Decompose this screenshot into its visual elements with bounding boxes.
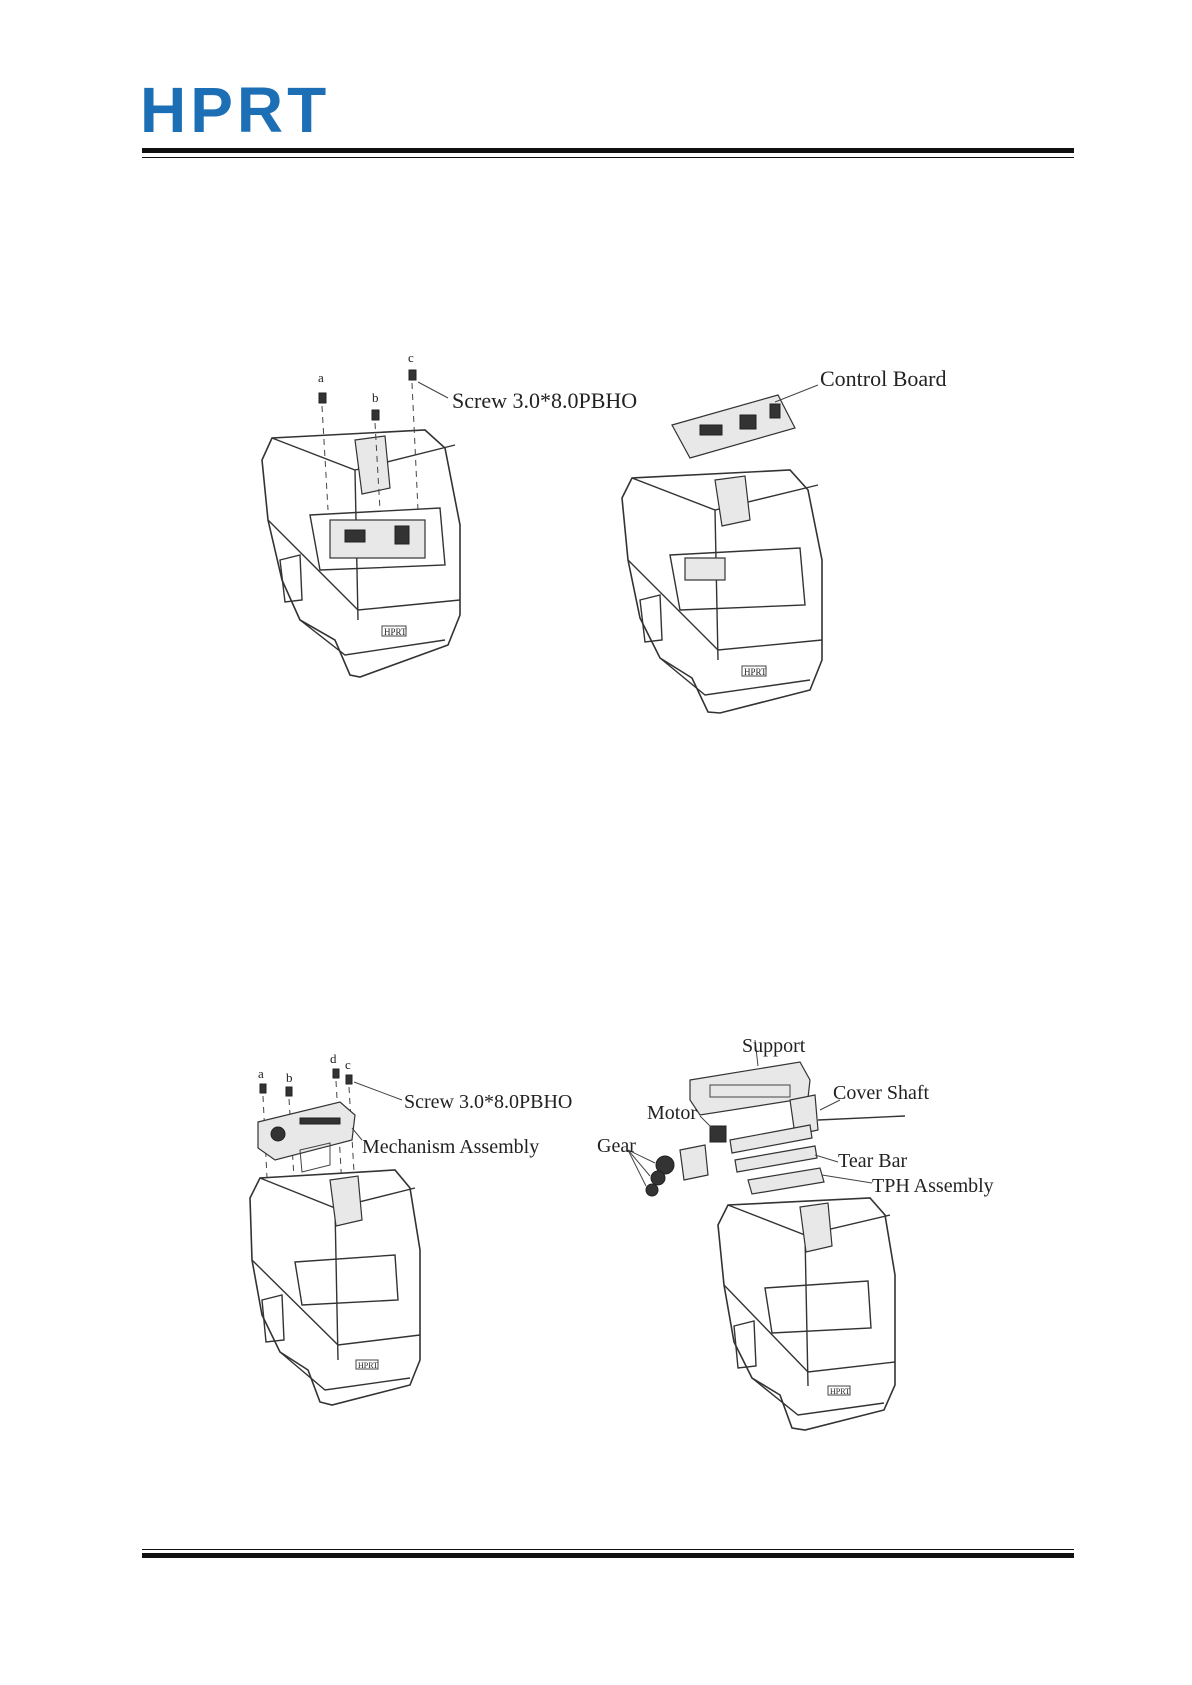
svg-text:HPRT: HPRT — [830, 1387, 850, 1396]
gear-callout: Gear — [597, 1135, 636, 1157]
control-board-callout: Control Board — [820, 366, 947, 391]
screw-label-c: c — [408, 350, 414, 365]
motor-callout: Motor — [647, 1102, 697, 1124]
svg-text:HPRT: HPRT — [744, 667, 767, 677]
svg-text:HPRT: HPRT — [358, 1361, 378, 1370]
printer-case-right-1: HPRT — [622, 470, 822, 713]
screw2-label-b: b — [286, 1070, 293, 1085]
control-board-part — [672, 385, 818, 458]
printer-case-left-2: HPRT — [250, 1170, 420, 1405]
support-callout: Support — [742, 1035, 806, 1057]
screw-callout-2: Screw 3.0*8.0PBHO — [404, 1091, 572, 1113]
figure-2-mechanism: a b d c Screw 3.0*8.0PBHO Mechanism Asse… — [250, 1035, 994, 1430]
screw-label-a: a — [318, 370, 324, 385]
mechanism-callout: Mechanism Assembly — [362, 1136, 539, 1158]
platen-part — [730, 1125, 838, 1172]
mechanism-assembly-part — [258, 1102, 362, 1172]
tear-bar-callout: Tear Bar — [838, 1150, 907, 1172]
gear-parts — [628, 1145, 708, 1196]
cover-shaft-callout: Cover Shaft — [833, 1082, 930, 1104]
screw2-label-c: c — [345, 1057, 351, 1072]
screw-label-b: b — [372, 390, 379, 405]
footer-rule — [142, 1553, 1074, 1558]
figure-1-control-board: HPRT a b c Screw 3.0*8.0PBHO Control Boa… — [262, 350, 947, 713]
screw2-label-a: a — [258, 1066, 264, 1081]
printer-case-left-1: HPRT — [262, 430, 460, 677]
screw-callout-1: Screw 3.0*8.0PBHO — [452, 388, 637, 413]
svg-text:HPRT: HPRT — [384, 627, 407, 637]
screw2-label-d: d — [330, 1051, 337, 1066]
printer-case-right-2: HPRT — [718, 1198, 895, 1430]
footer-rule-thin — [142, 1549, 1074, 1550]
motor-part — [700, 1116, 726, 1142]
tph-callout: TPH Assembly — [872, 1175, 994, 1197]
